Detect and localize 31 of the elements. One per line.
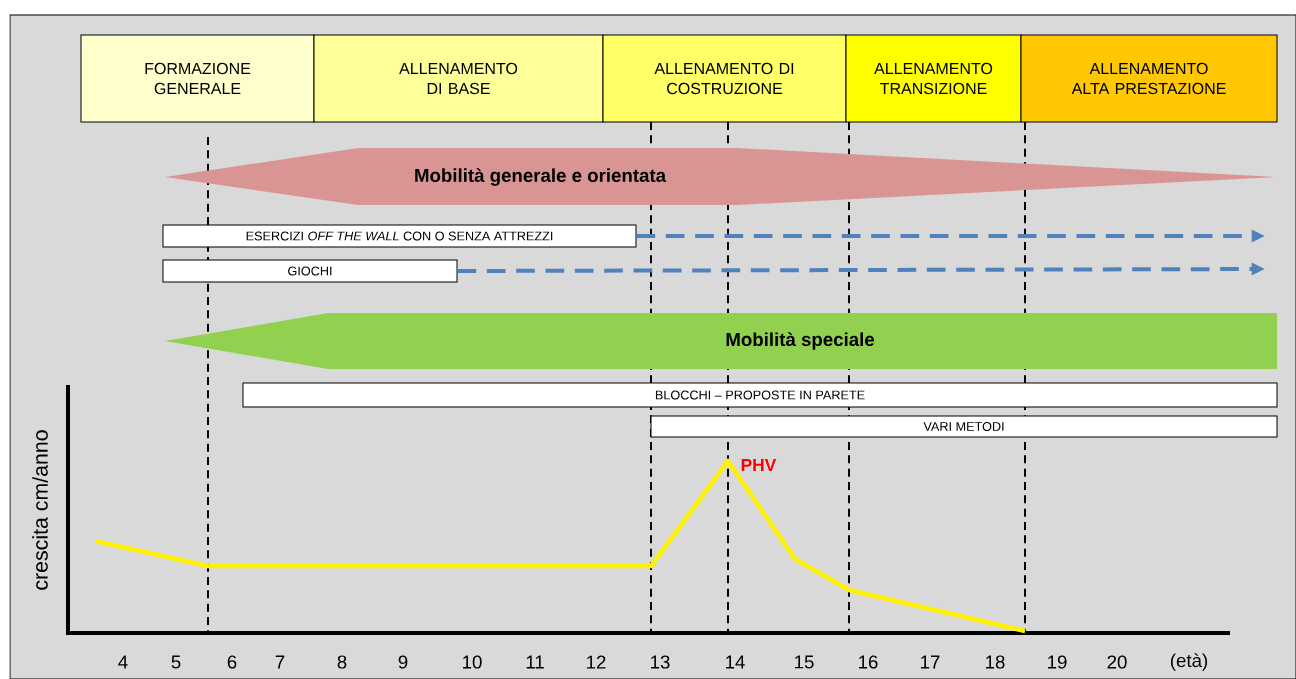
tick-label: 6 (227, 655, 237, 669)
activity-bar: BLOCCHI – PROPOSTE IN PARETE (242, 382, 1278, 408)
arrow-band: Mobilità speciale (165, 313, 1277, 369)
activity-bar: ESERCIZI OFF THE WALL CON O SENZA ATTREZZI (162, 224, 637, 248)
arrow-band: Mobilità generale e orientata (165, 148, 1275, 205)
tick-label: 14 (726, 655, 745, 669)
tick-label: 15 (795, 655, 814, 669)
tick-label: 18 (986, 655, 1005, 669)
tick-label: 16 (859, 655, 878, 669)
tick-label: 10 (463, 655, 482, 669)
tick-label: 8 (337, 655, 347, 669)
activity-bar: VARI METODI (650, 415, 1278, 438)
phase-box: ALLENAMENTO ALTA PRESTAZIONE (1020, 34, 1278, 123)
tick-label: 5 (171, 655, 181, 669)
tick-label: 20 (1107, 655, 1127, 669)
tick-label: 9 (398, 655, 408, 669)
tick-label: 13 (651, 655, 670, 669)
phase-box: ALLENAMENTO DI COSTRUZIONE (602, 34, 847, 123)
tick-label: 17 (921, 655, 940, 669)
tick-label: 19 (1048, 655, 1067, 669)
phase-box: ALLENAMENTO TRANSIZIONE (845, 34, 1022, 123)
tick-label: 11 (526, 655, 544, 669)
phase-box: FORMAZIONE GENERALE (80, 34, 315, 123)
activity-bar: GIOCHI (162, 259, 458, 283)
tick-label: 12 (587, 655, 606, 669)
axis-label: (età) (1170, 653, 1208, 671)
phase-box: ALLENAMENTO DI BASE (313, 34, 604, 123)
tick-label: 7 (275, 655, 285, 669)
axis-label: crescita cm/anno (32, 430, 48, 590)
tick-label: 4 (118, 655, 128, 669)
peak-label: PHV (741, 459, 777, 471)
